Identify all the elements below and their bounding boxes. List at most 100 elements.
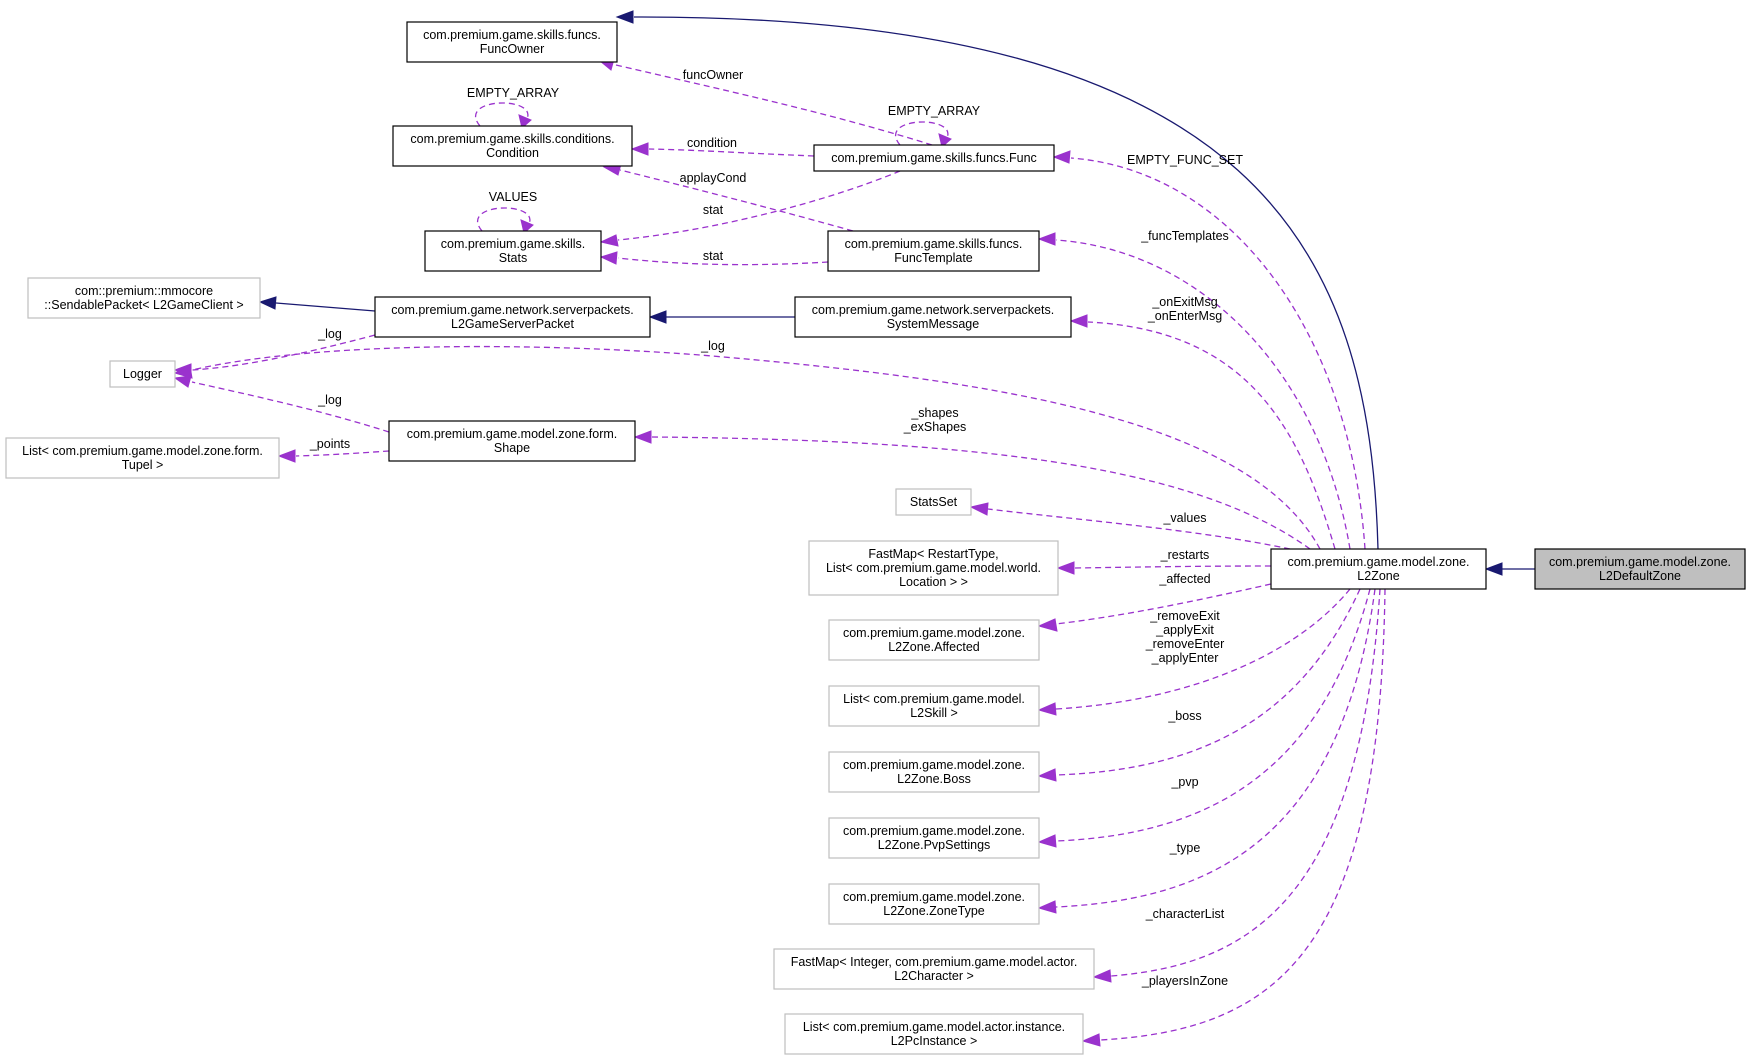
edge-label: _applyEnter [1151,651,1219,665]
class-name-line: L2Skill > [910,706,958,720]
class-name-line: L2PcInstance > [891,1034,978,1048]
class-box [5,437,280,479]
class-node-pvpsettings[interactable]: com.premium.game.model.zone.L2Zone.PvpSe… [828,817,1040,859]
class-node-listskill[interactable]: List< com.premium.game.model.L2Skill > [828,685,1040,727]
class-node-listtupel[interactable]: List< com.premium.game.model.zone.form.T… [5,437,280,479]
class-node-sendable[interactable]: com::premium::mmocore::SendablePacket< L… [27,277,261,319]
class-name-line: com.premium.game.skills.funcs. [845,237,1023,251]
class-name-line: com.premium.game.skills.funcs. [423,28,601,42]
edge-line [895,121,949,146]
class-box [109,360,176,388]
edge-gsp-logger: _log [173,327,376,377]
class-box [392,125,633,167]
class-name-line: com.premium.game.network.serverpackets. [391,303,633,317]
class-node-systemmessage[interactable]: com.premium.game.network.serverpackets.S… [794,296,1072,338]
class-name-line: com.premium.game.model.zone.form. [407,427,618,441]
edge-label: VALUES [489,190,537,204]
edge-line [1074,565,1272,569]
class-node-logger[interactable]: Logger [109,360,176,388]
arrowhead-icon [1037,768,1057,782]
arrowhead-icon [615,10,634,24]
class-name-line: com.premium.game.model.zone. [843,626,1025,640]
class-name-line: com::premium::mmocore [75,284,213,298]
edge-func-condition: condition [630,136,815,157]
class-name-line: com.premium.game.network.serverpackets. [812,303,1054,317]
class-name-line: Location > > [899,575,968,589]
class-name-line: com.premium.game.model.zone. [1287,555,1469,569]
edge-line [648,148,815,157]
edge-label: EMPTY_ARRAY [888,104,981,118]
class-box [794,296,1072,338]
class-node-statsset[interactable]: StatsSet [895,488,972,516]
class-name-line: Shape [494,441,530,455]
class-name-line: FastMap< RestartType, [868,547,998,561]
class-name-line: com.premium.game.skills. [441,237,585,251]
edge-label: condition [687,136,737,150]
class-node-boss[interactable]: com.premium.game.model.zone.L2Zone.Boss [828,751,1040,793]
edge-label: _restarts [1160,548,1210,562]
class-node-functemplate[interactable]: com.premium.game.skills.funcs.FuncTempla… [827,230,1040,272]
edge-line [191,381,390,433]
edge-label: _characterList [1145,907,1225,921]
edge-line [191,334,376,371]
edge-line [1055,588,1371,842]
arrowhead-icon [173,365,193,379]
edge-label: applayCond [680,171,747,185]
edge-zone-sysmsg: _onExitMsg_onEnterMsg [1069,295,1336,550]
class-name-line: ::SendablePacket< L2GameClient > [44,298,243,312]
edge-zone-pvp: _pvp [1037,588,1371,848]
class-name-line: StatsSet [910,495,958,509]
edge-inherit-zone-default [1484,562,1535,576]
class-box [828,685,1040,727]
edge-zone-affected: _affected [1037,572,1272,632]
class-name-line: List< com.premium.game.model.world. [826,561,1041,575]
edge-zone-logger: _log [173,339,1321,550]
edge-functemplate-stats: stat [599,249,829,266]
class-node-zonetype[interactable]: com.premium.game.model.zone.L2Zone.ZoneT… [828,883,1040,925]
arrowhead-icon [1052,150,1071,164]
class-name-line: L2Zone.Boss [897,772,971,786]
class-box [828,751,1040,793]
edge-zone-statsset: _values [969,502,1291,550]
edge-label: _boss [1167,709,1201,723]
class-name-line: L2Zone.ZoneType [883,904,985,918]
class-node-l2zone[interactable]: com.premium.game.model.zone.L2Zone [1270,548,1487,590]
class-node-funcowner[interactable]: com.premium.game.skills.funcs.FuncOwner [406,21,618,63]
class-node-fastmaprestart[interactable]: FastMap< RestartType,List< com.premium.g… [808,540,1059,596]
edge-label: _playersInZone [1141,974,1228,988]
arrowhead-icon [518,114,532,129]
class-node-func[interactable]: com.premium.game.skills.funcs.Func [813,144,1055,172]
edge-line [1055,588,1351,710]
arrowhead-icon [258,296,277,310]
edge-zone-boss: _boss [1037,588,1361,782]
class-name-line: L2Zone [1357,569,1399,583]
arrowhead-icon [1037,702,1057,716]
class-box [388,420,636,462]
edge-zone-type: _type [1037,588,1376,914]
class-node-stats[interactable]: com.premium.game.skills.Stats [424,230,602,272]
edge-label: _funcTemplates [1140,229,1229,243]
class-node-shape[interactable]: com.premium.game.model.zone.form.Shape [388,420,636,462]
class-name-line: com.premium.game.model.zone. [843,890,1025,904]
class-node-affected[interactable]: com.premium.game.model.zone.L2Zone.Affec… [828,619,1040,661]
edge-zone-func: EMPTY_FUNC_SET [1052,150,1366,550]
arrowhead-icon [1037,834,1057,848]
edge-label: funcOwner [683,68,743,82]
class-box [828,619,1040,661]
class-node-l2gameserverpacket[interactable]: com.premium.game.network.serverpackets.L… [374,296,651,338]
edge-line [1110,588,1381,977]
class-node-listpc[interactable]: List< com.premium.game.model.actor.insta… [784,1013,1084,1055]
edge-line [617,257,829,266]
edge-label: _values [1162,511,1206,525]
class-node-condition[interactable]: com.premium.game.skills.conditions.Condi… [392,125,633,167]
arrowhead-icon [520,219,534,234]
edge-shape-tupel: _points [277,437,390,463]
edge-line [475,102,529,127]
class-node-l2defaultzone[interactable]: com.premium.game.model.zone.L2DefaultZon… [1534,548,1746,590]
edge-label: EMPTY_ARRAY [467,86,560,100]
class-name-line: FuncOwner [480,42,545,56]
edge-label: _type [1169,841,1201,855]
arrowhead-icon [1056,561,1075,575]
class-node-fastmapchar[interactable]: FastMap< Integer, com.premium.game.model… [773,948,1095,990]
